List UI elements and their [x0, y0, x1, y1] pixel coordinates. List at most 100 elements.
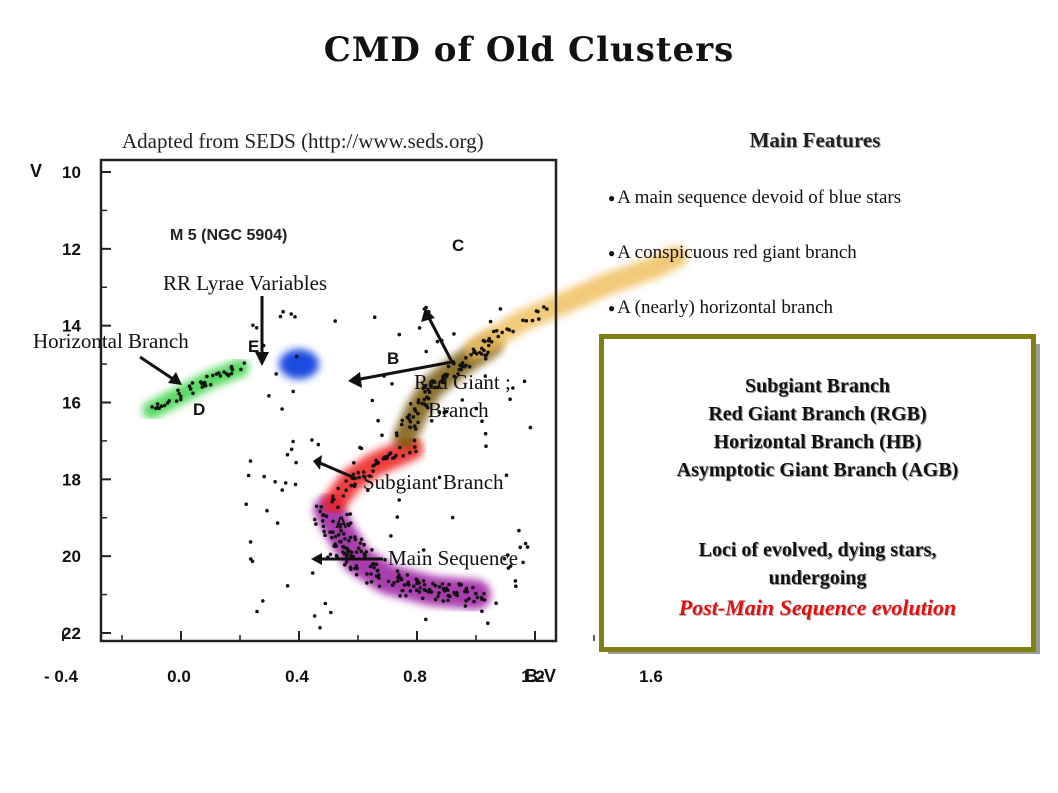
- bullet-icon: ●: [608, 191, 616, 206]
- star-point: [441, 374, 445, 379]
- star-point: [401, 454, 406, 458]
- star-point: [514, 584, 518, 588]
- star-point: [480, 597, 484, 602]
- star-point: [205, 374, 209, 379]
- star-point: [347, 539, 351, 543]
- star-point: [356, 470, 361, 475]
- star-point: [291, 439, 295, 444]
- star-point: [285, 452, 290, 457]
- star-point: [202, 383, 207, 388]
- star-point: [464, 599, 468, 603]
- star-point: [336, 486, 341, 491]
- star-point: [357, 475, 361, 480]
- star-point: [341, 494, 346, 498]
- star-point: [167, 399, 171, 403]
- star-point: [274, 372, 279, 376]
- star-point: [421, 386, 425, 391]
- star-point: [374, 574, 379, 578]
- star-point: [242, 361, 247, 365]
- star-point: [437, 591, 441, 595]
- star-point: [342, 532, 346, 536]
- star-point: [542, 305, 546, 309]
- star-point: [386, 579, 391, 584]
- star-point: [291, 389, 296, 394]
- star-point: [417, 590, 422, 594]
- star-point: [389, 534, 393, 538]
- star-point: [414, 588, 419, 592]
- star-point: [222, 370, 226, 374]
- star-point: [484, 353, 489, 357]
- star-point: [494, 601, 498, 605]
- star-point: [395, 433, 399, 438]
- star-point: [289, 447, 294, 452]
- star-point: [460, 361, 465, 365]
- star-point: [351, 472, 356, 477]
- star-point: [289, 312, 294, 316]
- star-point: [524, 319, 529, 323]
- bullet-icon: ●: [608, 246, 616, 261]
- star-point: [427, 390, 432, 395]
- star-point: [179, 397, 183, 402]
- star-point: [424, 349, 429, 354]
- star-point: [418, 585, 423, 590]
- star-point: [383, 558, 387, 562]
- star-point: [412, 584, 416, 589]
- star-point: [390, 583, 395, 587]
- star-point: [467, 364, 472, 369]
- star-point: [293, 315, 297, 319]
- star-point: [412, 438, 417, 443]
- star-point: [474, 591, 478, 596]
- arrow-rgb-upper: [426, 315, 454, 363]
- y-tick-label: 10: [62, 163, 81, 182]
- star-point: [344, 488, 348, 493]
- star-point: [359, 446, 364, 451]
- y-tick-label: 16: [62, 394, 81, 413]
- arrow-rr-lyrae-head: [255, 352, 269, 366]
- star-point: [366, 488, 370, 493]
- star-point: [396, 579, 400, 583]
- star-point: [421, 579, 426, 583]
- star-point: [411, 415, 416, 419]
- box-loci-line1: Loci of evolved, dying stars,: [698, 539, 937, 561]
- star-point: [334, 544, 339, 548]
- star-point: [408, 425, 413, 430]
- y-tick-label: 12: [62, 240, 81, 259]
- star-point: [479, 346, 484, 351]
- star-point: [412, 424, 417, 429]
- star-point: [362, 552, 366, 556]
- star-point: [344, 479, 349, 483]
- star-point: [310, 571, 315, 575]
- star-point: [294, 460, 298, 465]
- star-point: [352, 461, 356, 465]
- star-point: [376, 418, 380, 423]
- star-point: [338, 539, 342, 544]
- star-point: [388, 451, 393, 456]
- star-point: [487, 343, 491, 348]
- star-point: [345, 546, 350, 551]
- star-point: [456, 372, 460, 376]
- star-point: [455, 590, 459, 595]
- star-point: [273, 480, 277, 484]
- star-point: [422, 587, 427, 592]
- arrow-ms-head: [311, 553, 322, 565]
- star-point: [280, 488, 285, 492]
- star-point: [459, 364, 464, 368]
- star-point: [344, 554, 349, 558]
- star-point: [352, 484, 357, 489]
- star-point: [400, 418, 405, 423]
- star-point: [402, 583, 407, 587]
- star-point: [457, 582, 461, 586]
- star-point: [528, 425, 533, 430]
- star-point: [521, 318, 525, 323]
- star-point: [155, 405, 160, 410]
- star-point: [469, 352, 473, 357]
- star-point: [323, 533, 327, 537]
- star-point: [446, 364, 451, 369]
- star-point: [372, 562, 376, 566]
- star-point: [404, 593, 408, 598]
- star-point: [358, 541, 363, 545]
- star-point: [217, 371, 221, 375]
- annotation-horizontal-branch: Horizontal Branch: [33, 329, 189, 353]
- star-point: [395, 515, 400, 519]
- star-point: [370, 398, 375, 403]
